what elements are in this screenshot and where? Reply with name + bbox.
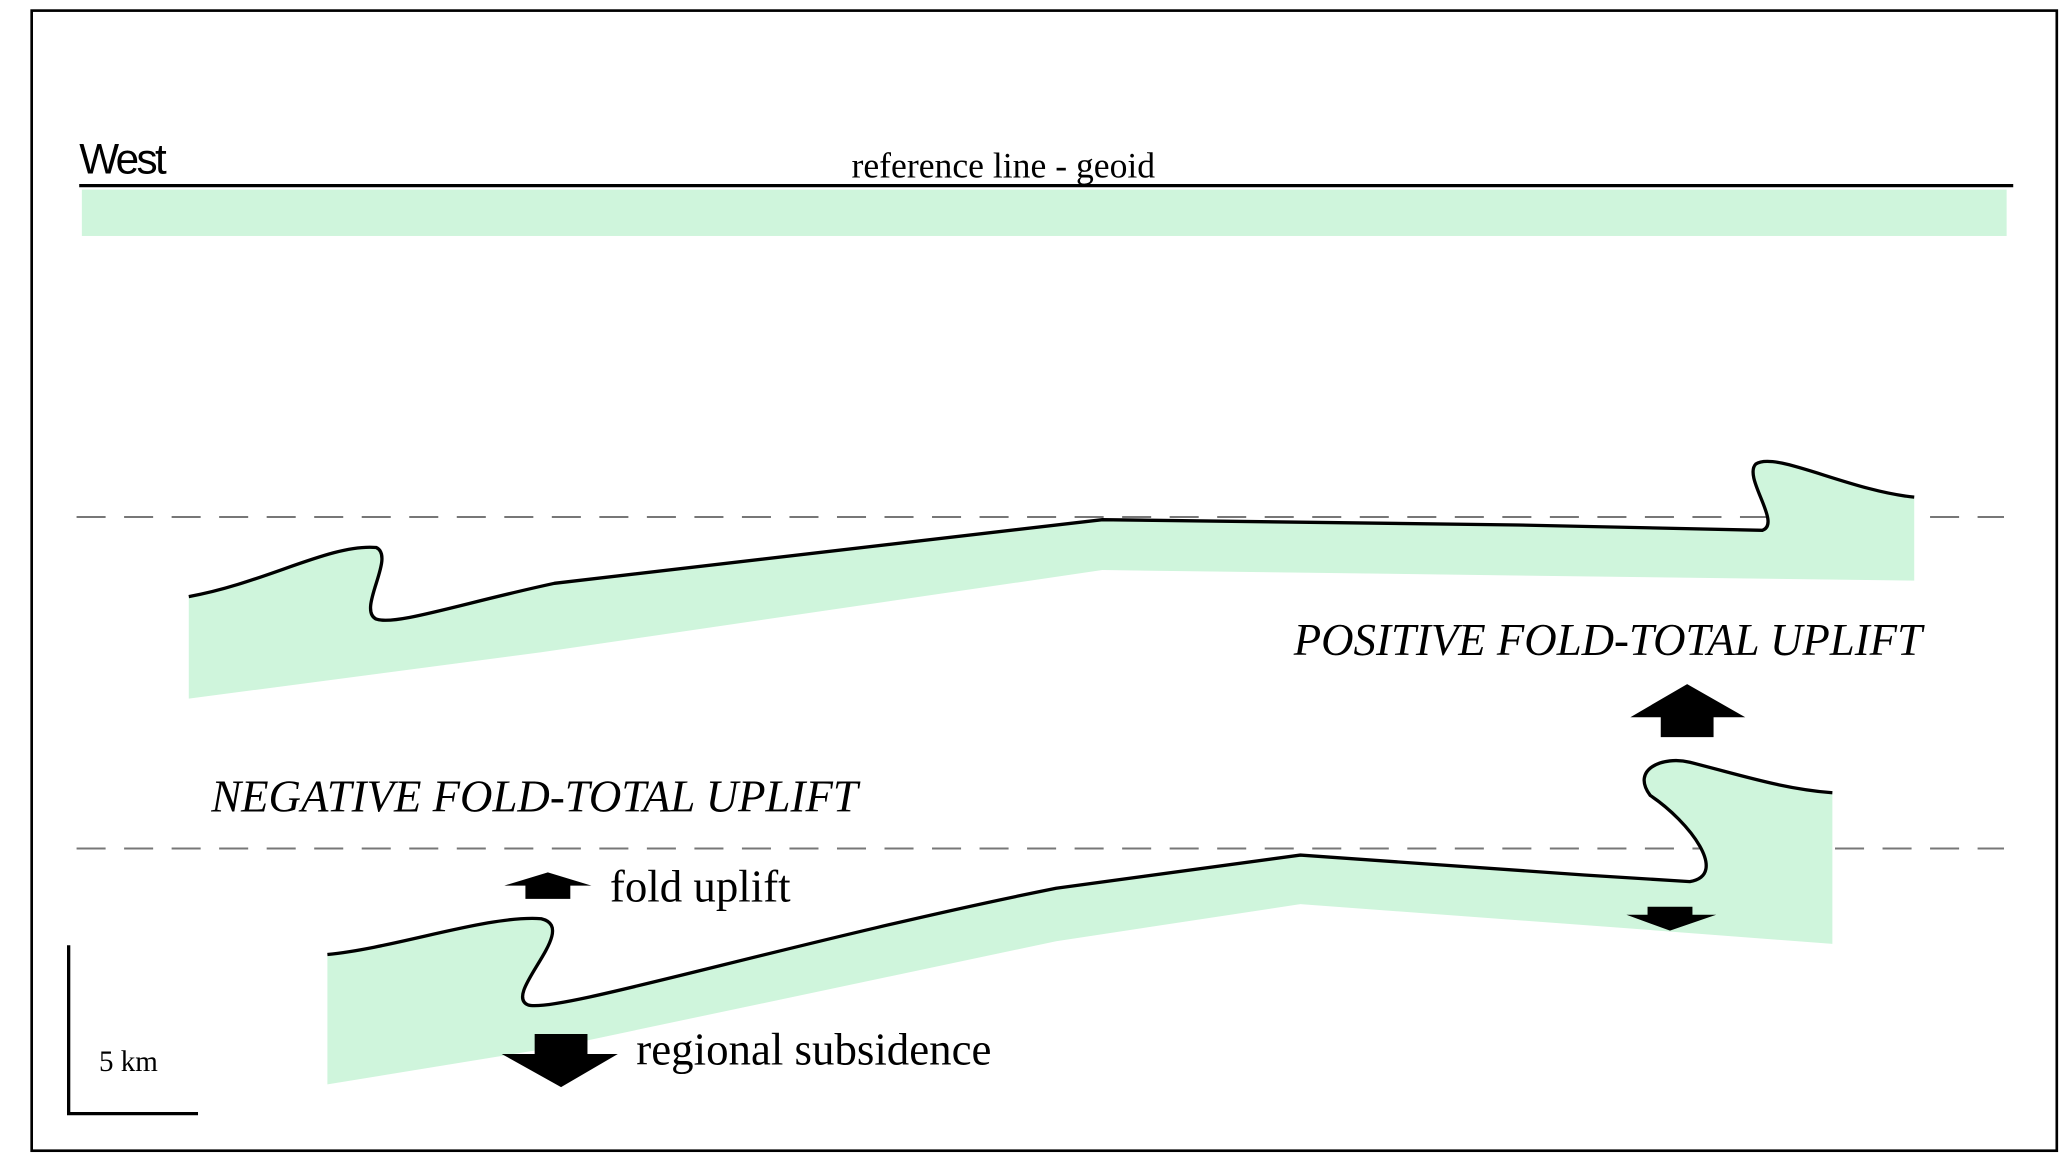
negative-fold-layer xyxy=(327,760,1833,1085)
reference-layer-band xyxy=(81,189,2007,236)
small-down-arrow-icon xyxy=(1626,906,1717,931)
fold-uplift-arrow-icon xyxy=(504,872,592,899)
subsidence-arrow-icon xyxy=(501,1034,618,1088)
regional-subsidence-label: regional subsidence xyxy=(636,1024,991,1074)
positive-fold-line xyxy=(188,459,1915,622)
large-up-arrow-icon xyxy=(1630,684,1746,738)
positive-fold-label: POSITIVE FOLD-TOTAL UPLIFT xyxy=(1293,615,1925,665)
reference-line-label: reference line - geoid xyxy=(851,146,1155,186)
fold-uplift-label: fold uplift xyxy=(610,861,791,911)
scale-label: 5 km xyxy=(99,1046,158,1078)
negative-fold-line xyxy=(327,758,1833,1008)
scale-bar xyxy=(66,945,199,1116)
west-label: West xyxy=(79,136,167,183)
negative-fold-label: NEGATIVE FOLD-TOTAL UPLIFT xyxy=(210,771,861,821)
positive-fold-layer xyxy=(188,461,1915,699)
